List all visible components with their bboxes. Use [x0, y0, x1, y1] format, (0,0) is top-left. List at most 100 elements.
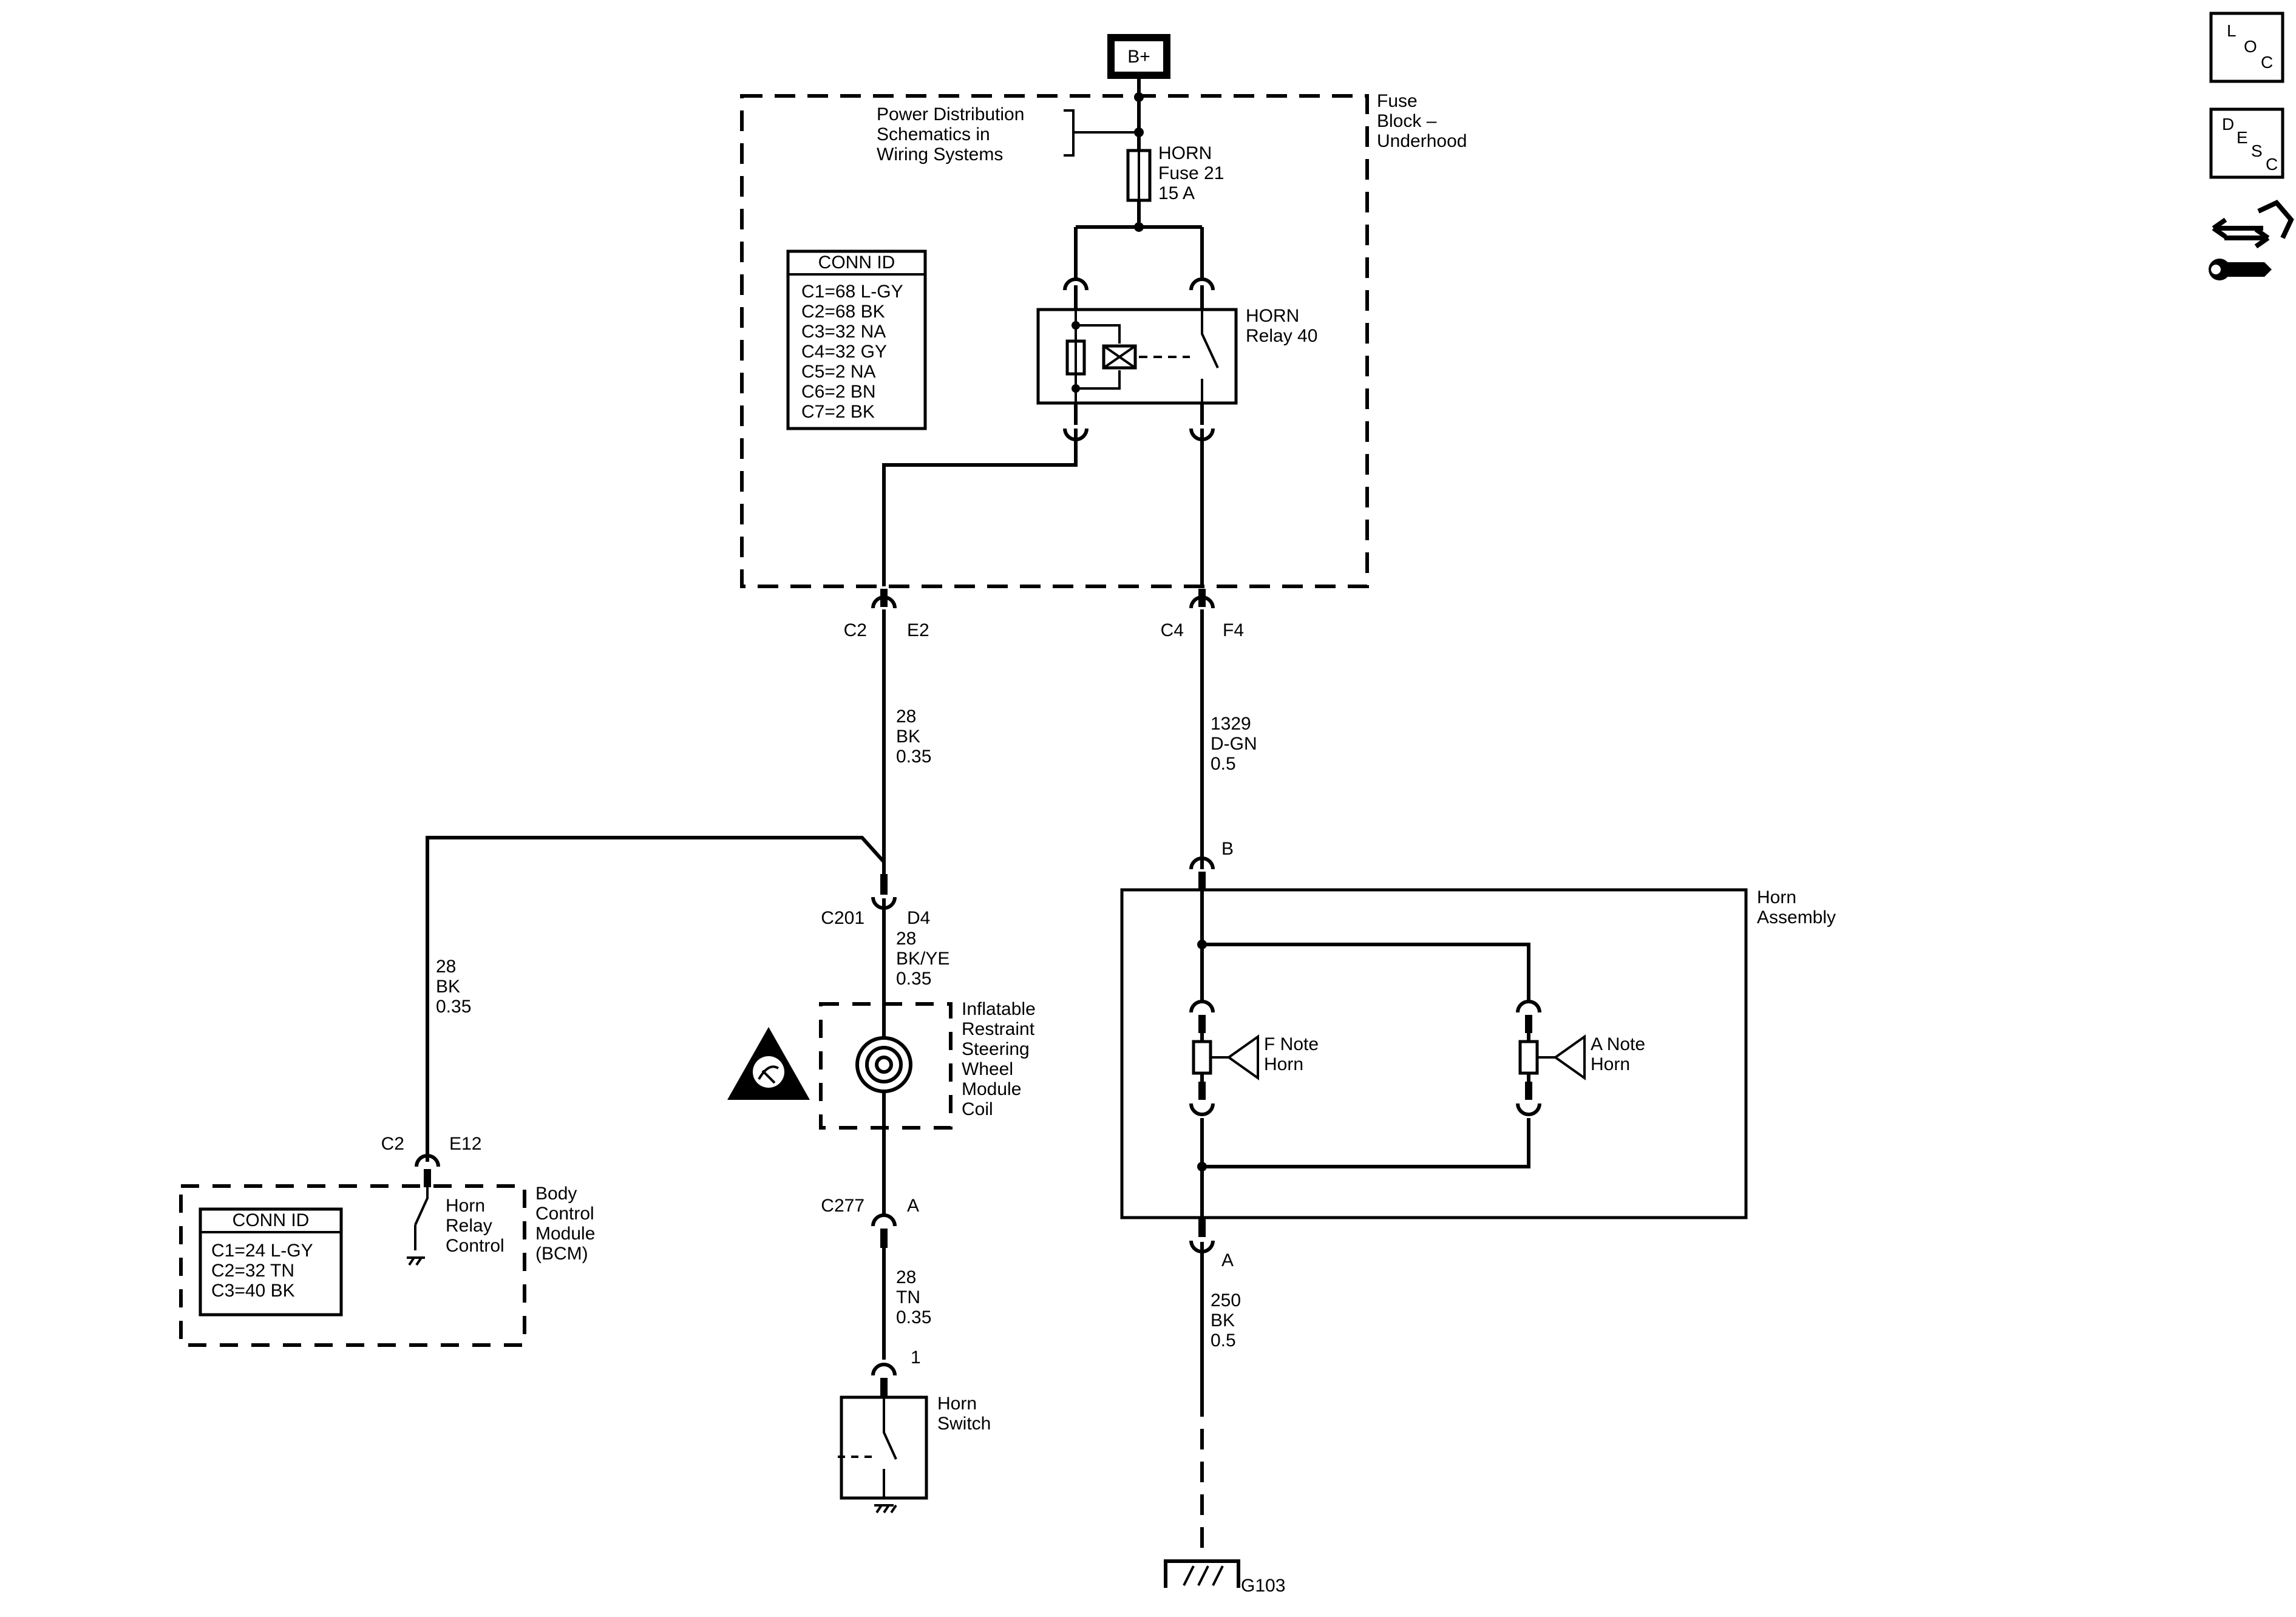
bcm-conn-id-table: CONN ID C1=24 L-GY C2=32 TN C3=40 BK	[199, 1207, 343, 1317]
horn-relay-control-label: Horn Relay Control	[446, 1196, 504, 1256]
fuse-block-outline	[740, 94, 1369, 588]
ground-symbol-g103	[1164, 1559, 1240, 1588]
f-note-horn	[1189, 1000, 1259, 1116]
description-icon[interactable]: D E S C	[2209, 107, 2284, 179]
battery-positive-terminal: B+	[1107, 34, 1170, 79]
svg-text:C: C	[2261, 53, 2273, 72]
svg-text:F Note: F Note	[1264, 1034, 1319, 1054]
svg-text:Schematics in: Schematics in	[877, 124, 990, 144]
svg-text:L: L	[2227, 21, 2237, 40]
svg-text:HORN: HORN	[1158, 143, 1212, 163]
svg-text:(BCM): (BCM)	[535, 1244, 588, 1264]
svg-text:0.5: 0.5	[1211, 1331, 1236, 1351]
svg-text:E: E	[2237, 128, 2248, 147]
switch-ground-symbol	[874, 1504, 897, 1514]
svg-text:Horn: Horn	[446, 1196, 485, 1216]
horn-switch-label: Horn Switch	[937, 1394, 991, 1434]
svg-text:Control: Control	[535, 1204, 594, 1224]
svg-text:E12: E12	[449, 1134, 481, 1154]
svg-text:0.35: 0.35	[436, 997, 471, 1017]
connector-horn-b: B	[1189, 839, 1234, 890]
location-icon[interactable]: L O C	[2209, 12, 2284, 83]
svg-text:BK/YE: BK/YE	[896, 949, 949, 969]
svg-text:Fuse: Fuse	[1377, 91, 1418, 111]
svg-text:Control: Control	[446, 1236, 504, 1256]
svg-text:TN: TN	[896, 1287, 920, 1307]
relay-resistor	[1065, 339, 1086, 376]
svg-text:C2=32 TN: C2=32 TN	[211, 1261, 294, 1281]
svg-text:D: D	[2222, 115, 2234, 134]
power-distribution-note: Power Distribution Schematics in Wiring …	[877, 104, 1024, 164]
svg-text:CONN ID: CONN ID	[818, 253, 895, 273]
svg-text:S: S	[2251, 141, 2263, 160]
svg-text:C3=32 NA: C3=32 NA	[801, 322, 886, 342]
bcm-horn-relay-control-switch	[414, 1186, 429, 1250]
wire-label-ground: 250 BK 0.5	[1211, 1290, 1241, 1351]
svg-text:Module: Module	[535, 1224, 595, 1244]
horn-speaker-icon	[1537, 1034, 1586, 1080]
svg-text:C201: C201	[821, 908, 864, 928]
svg-text:Module: Module	[962, 1079, 1021, 1099]
battery-label: B+	[1127, 47, 1150, 67]
svg-text:Inflatable: Inflatable	[962, 999, 1036, 1019]
svg-text:C2: C2	[381, 1134, 404, 1154]
wire-label-f4: 1329 D-GN 0.5	[1211, 714, 1257, 774]
svg-text:28: 28	[896, 1267, 916, 1287]
airbag-warning-icon	[727, 1027, 810, 1100]
svg-text:1329: 1329	[1211, 714, 1251, 734]
fuse-block-conn-id-table: CONN ID C1=68 L-GY C2=68 BK C3=32 NA C4=…	[786, 249, 927, 430]
connector-switch-pin-1: 1	[871, 1348, 921, 1396]
power-distribution-bracket	[1064, 109, 1139, 157]
svg-text:A: A	[907, 1196, 919, 1216]
connector-horn-a: A	[1189, 1218, 1234, 1270]
svg-text:Relay 40: Relay 40	[1246, 326, 1317, 346]
svg-text:Restraint: Restraint	[962, 1019, 1035, 1039]
f-note-horn-label: F Note Horn	[1264, 1034, 1319, 1074]
svg-text:BK: BK	[1211, 1310, 1235, 1331]
svg-text:Underhood: Underhood	[1377, 131, 1467, 151]
horn-assembly	[1120, 888, 1748, 1219]
svg-text:Horn: Horn	[937, 1394, 977, 1414]
wire-relay-to-c2	[882, 429, 1078, 586]
svg-text:Wiring Systems: Wiring Systems	[877, 144, 1003, 164]
svg-text:15 A: 15 A	[1158, 183, 1195, 203]
connector-c201-d4: C201 D4	[821, 874, 930, 928]
svg-text:Horn: Horn	[1591, 1054, 1630, 1074]
svg-text:C6=2 BN: C6=2 BN	[801, 382, 876, 402]
bcm-ground-symbol	[407, 1256, 425, 1266]
wire-label-c277: 28 TN 0.35	[896, 1267, 931, 1327]
horn-assembly-label: Horn Assembly	[1757, 887, 1836, 927]
svg-text:HORN: HORN	[1246, 306, 1299, 326]
svg-text:0.35: 0.35	[896, 747, 931, 767]
connector-c2-e2: C2 E2	[844, 589, 929, 640]
coil-label: Inflatable Restraint Steering Wheel Modu…	[962, 999, 1036, 1119]
svg-text:Assembly: Assembly	[1757, 907, 1836, 927]
svg-text:0.5: 0.5	[1211, 754, 1236, 774]
svg-text:250: 250	[1211, 1290, 1241, 1310]
svg-text:Coil: Coil	[962, 1099, 993, 1119]
horn-speaker-icon	[1211, 1034, 1259, 1080]
svg-text:C1=24 L-GY: C1=24 L-GY	[211, 1241, 313, 1261]
svg-text:Power Distribution: Power Distribution	[877, 104, 1024, 124]
wire-label-bcm: 28 BK 0.35	[436, 957, 471, 1017]
connector-c2-e12: C2 E12	[381, 1134, 481, 1187]
bcm-outline	[179, 1184, 526, 1347]
svg-text:B: B	[1221, 839, 1234, 859]
svg-text:E2: E2	[907, 620, 929, 640]
connector-c4-f4: C4 F4	[1161, 589, 1244, 640]
relay-connector-top-right	[1189, 277, 1215, 291]
wire-to-bcm	[426, 836, 886, 1147]
ground-label: G103	[1241, 1576, 1285, 1596]
repair-procedure-icon[interactable]	[2209, 200, 2294, 280]
svg-text:BK: BK	[896, 727, 920, 747]
svg-text:Wheel: Wheel	[962, 1059, 1013, 1079]
svg-text:C7=2 BK: C7=2 BK	[801, 402, 875, 422]
svg-text:C2: C2	[844, 620, 867, 640]
a-note-horn	[1516, 1000, 1586, 1116]
svg-text:28: 28	[436, 957, 456, 977]
svg-text:0.35: 0.35	[896, 969, 931, 989]
svg-text:CONN ID: CONN ID	[233, 1210, 310, 1230]
svg-text:C1=68 L-GY: C1=68 L-GY	[801, 282, 903, 302]
svg-text:Switch: Switch	[937, 1414, 991, 1434]
